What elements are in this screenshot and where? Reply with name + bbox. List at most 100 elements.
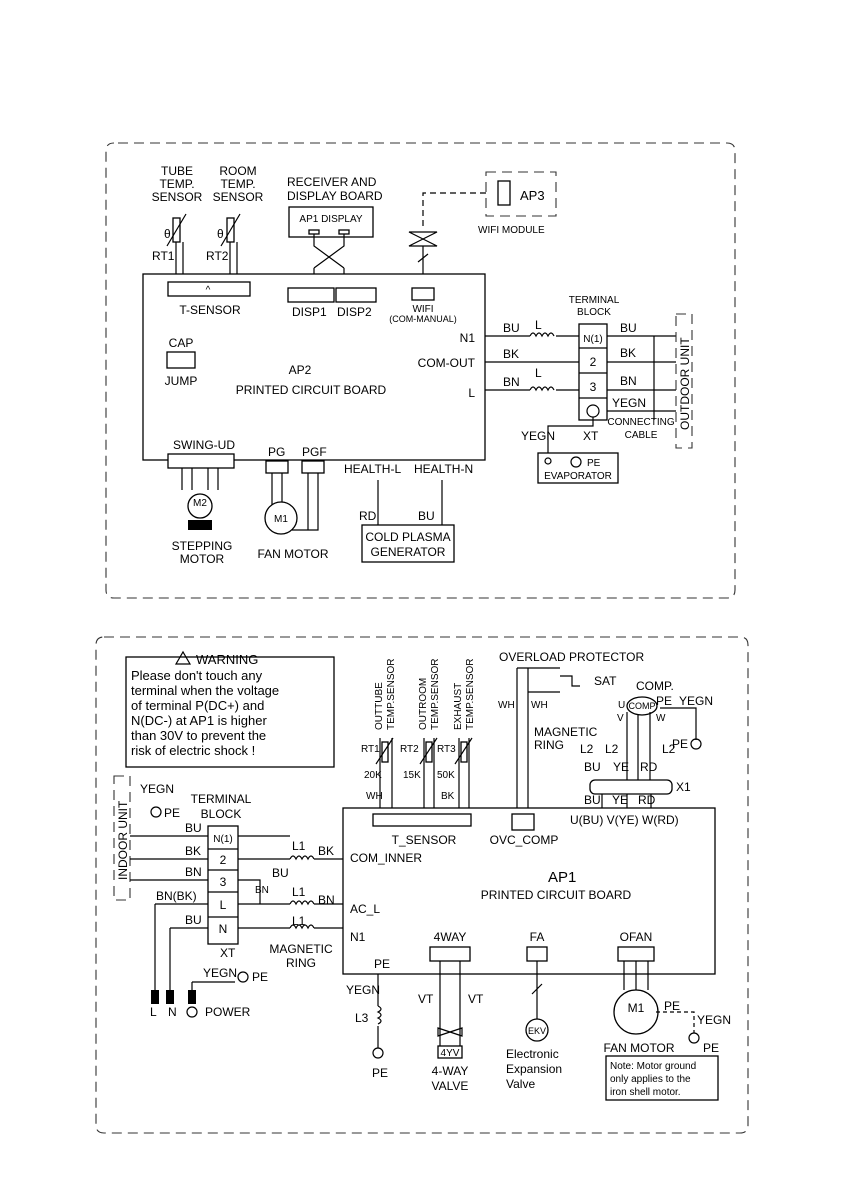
otb-l: L bbox=[220, 898, 227, 912]
xt-label: XT bbox=[583, 429, 599, 443]
room-sensor-label-2: TEMP. bbox=[220, 177, 255, 191]
stepping-motor-icon bbox=[187, 493, 213, 519]
rt3-wire: BK bbox=[441, 791, 455, 802]
power-ground-icon bbox=[186, 1006, 198, 1018]
rt3-out-label: RT3 bbox=[437, 744, 456, 755]
wire-bn-right: BN bbox=[620, 374, 637, 388]
wire-yegn-right: YEGN bbox=[612, 396, 646, 410]
indoor-pe-icon bbox=[150, 806, 162, 818]
note-line-1: Note: Motor ground bbox=[610, 1061, 696, 1072]
bu-mid-label: BU bbox=[272, 866, 289, 880]
l1-inductors bbox=[289, 855, 315, 930]
indoor-unit-box bbox=[113, 775, 131, 901]
inductor-icons bbox=[529, 332, 555, 392]
exhaust-sensor-label-1: EXHAUST bbox=[453, 683, 464, 730]
fan-motor-wires bbox=[271, 473, 319, 531]
rt2-theta: θ bbox=[217, 227, 224, 241]
ac-l-label: AC_L bbox=[350, 902, 380, 916]
note-line-3: iron shell motor. bbox=[610, 1087, 681, 1098]
rt1-out-label: RT1 bbox=[361, 744, 380, 755]
l2-label-1: L2 bbox=[580, 742, 594, 756]
ofan-connector bbox=[617, 946, 655, 962]
mag-ring2-label-2: RING bbox=[286, 956, 316, 970]
bu-bottom: BU bbox=[584, 793, 601, 807]
indoor-unit-label: INDOOR UNIT bbox=[116, 800, 130, 880]
inductor-l2-label: L bbox=[535, 366, 542, 380]
note-box bbox=[605, 1055, 719, 1101]
l-label: L bbox=[468, 386, 475, 400]
power-l: L bbox=[150, 1005, 157, 1019]
jump-label: JUMP bbox=[165, 374, 198, 388]
thermistor-rt1-icon bbox=[166, 213, 187, 282]
motor-ground-wire bbox=[656, 1011, 695, 1033]
ye-top: YE bbox=[613, 760, 629, 774]
comp-pe-yegn: PE bbox=[656, 694, 672, 708]
fa-label: FA bbox=[530, 930, 545, 944]
svg-text:^: ^ bbox=[206, 285, 211, 296]
l3-yegn: YEGN bbox=[346, 983, 380, 997]
l1-label-2: L1 bbox=[292, 885, 306, 899]
wifi-module-box bbox=[485, 171, 557, 217]
x1-connector bbox=[589, 779, 673, 795]
tube-sensor-label-3: SENSOR bbox=[152, 190, 203, 204]
t-sensor-label: T-SENSOR bbox=[179, 303, 241, 317]
otb-wire-bnbk: BN(BK) bbox=[156, 889, 197, 903]
4way-valve-label-2: VALVE bbox=[432, 1079, 469, 1093]
motor-pe: PE bbox=[664, 999, 680, 1013]
l3-label: L3 bbox=[355, 1011, 369, 1025]
power-pe-icon bbox=[237, 971, 249, 983]
t-sensor-out-label: T_SENSOR bbox=[392, 833, 457, 847]
motor-ground-icon bbox=[688, 1032, 700, 1044]
ap1-label: AP1 bbox=[548, 869, 576, 886]
tb-2: 2 bbox=[590, 355, 597, 369]
otb-3: 3 bbox=[220, 875, 227, 889]
receiver-board-label-1: RECEIVER AND bbox=[287, 175, 377, 189]
power-terminals bbox=[151, 990, 196, 1004]
n1-label: N1 bbox=[460, 331, 476, 345]
disp1-connector bbox=[287, 287, 335, 303]
comp-label: COMP. bbox=[636, 679, 674, 693]
room-sensor-label-1: ROOM bbox=[219, 164, 256, 178]
comp-w-label: W bbox=[656, 713, 666, 724]
cold-plasma-label-1: COLD PLASMA bbox=[365, 530, 450, 544]
com-inner-label: COM_INNER bbox=[350, 851, 422, 865]
ap1-board bbox=[342, 807, 716, 975]
motor-ground-pe: PE bbox=[703, 1041, 719, 1055]
room-sensor-label-3: SENSOR bbox=[213, 190, 264, 204]
comp-pe-label: PE bbox=[672, 737, 688, 751]
x1-label: X1 bbox=[676, 780, 691, 794]
tube-sensor-label-1: TUBE bbox=[161, 164, 193, 178]
m2-label: M2 bbox=[193, 498, 207, 509]
sat-switch-icon bbox=[560, 675, 580, 687]
otb-n: N bbox=[219, 922, 228, 936]
comp-v-label: V bbox=[617, 713, 624, 724]
fan-motor-icon bbox=[264, 501, 298, 535]
rd-label: RD bbox=[359, 509, 377, 523]
warning-line-6: risk of electric shock ! bbox=[131, 743, 255, 758]
pg-label: PG bbox=[268, 445, 285, 459]
tb-to-board-wires bbox=[238, 835, 290, 929]
warning-line-5: than 30V to prevent the bbox=[131, 728, 266, 743]
4yv-box bbox=[437, 1045, 463, 1059]
terminal-block-label-1: TERMINAL bbox=[569, 295, 620, 306]
health-n-label: HEALTH-N bbox=[414, 462, 473, 476]
tb-n1: N(1) bbox=[583, 334, 602, 345]
ap2-board-label: PRINTED CIRCUIT BOARD bbox=[236, 383, 387, 397]
comp-yegn-label: YEGN bbox=[679, 694, 713, 708]
terminal-block-label-2: BLOCK bbox=[577, 307, 611, 318]
4way-valve-label-1: 4-WAY bbox=[432, 1064, 469, 1078]
exp-valve-label-2: Expansion bbox=[506, 1062, 562, 1076]
ob-terminal-block-2: BLOCK bbox=[201, 807, 242, 821]
t-sensor-connector bbox=[167, 281, 251, 297]
stepping-motor-label-1: STEPPING bbox=[172, 539, 233, 553]
warning-line-1: Please don't touch any bbox=[131, 668, 263, 683]
evaporator-label: EVAPORATOR bbox=[544, 471, 612, 482]
bn-label: BN bbox=[318, 893, 335, 907]
note-line-2: only applies to the bbox=[610, 1074, 691, 1085]
power-n: N bbox=[168, 1005, 177, 1019]
display-board-box bbox=[288, 206, 374, 238]
rt2-label: RT2 bbox=[206, 249, 229, 263]
warning-line-2: terminal when the voltage bbox=[131, 683, 279, 698]
ovc-comp-connector bbox=[511, 813, 535, 831]
l3-ground-icon bbox=[372, 1047, 384, 1059]
